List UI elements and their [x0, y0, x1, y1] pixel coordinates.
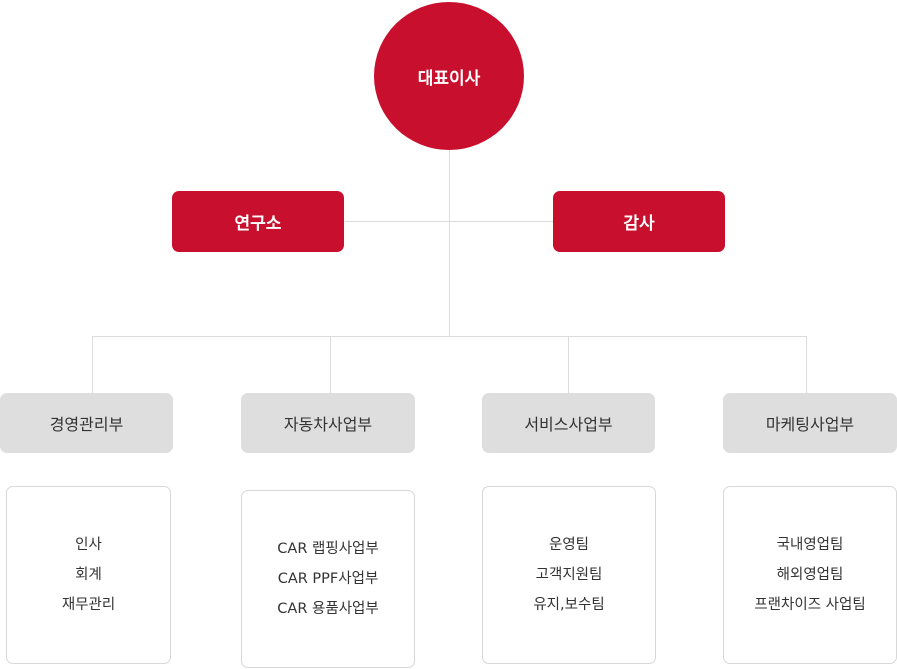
- dept-management: 경영관리부: [0, 393, 173, 453]
- detail-item: CAR 용품사업부: [277, 601, 379, 617]
- dept-label: 자동차사업부: [283, 415, 373, 434]
- detail-item: 유지,보수팀: [533, 597, 605, 613]
- ceo-label: 대표이사: [417, 68, 481, 89]
- dept-service: 서비스사업부: [482, 393, 655, 453]
- dept-label: 마케팅사업부: [765, 415, 855, 434]
- detail-item: 인사: [75, 537, 102, 553]
- detail-automotive: CAR 랩핑사업부 CAR PPF사업부 CAR 용품사업부: [241, 490, 415, 668]
- detail-item: 프랜차이즈 사업팀: [754, 597, 866, 613]
- connector-side-horizontal: [345, 221, 553, 222]
- connector-dept-4: [806, 336, 807, 393]
- dept-label: 서비스사업부: [524, 415, 613, 434]
- audit-label: 감사: [623, 214, 655, 234]
- audit-node: 감사: [553, 191, 725, 252]
- connector-dept-2: [330, 336, 331, 393]
- detail-item: 회계: [75, 567, 102, 583]
- detail-service: 운영팀 고객지원팀 유지,보수팀: [482, 486, 656, 664]
- research-lab-label: 연구소: [234, 214, 282, 234]
- detail-item: CAR PPF사업부: [277, 571, 379, 587]
- detail-item: 해외영업팀: [776, 567, 844, 583]
- detail-marketing: 국내영업팀 해외영업팀 프랜차이즈 사업팀: [723, 486, 897, 664]
- dept-label: 경영관리부: [49, 415, 124, 434]
- research-lab-node: 연구소: [172, 191, 344, 252]
- detail-management: 인사 회계 재무관리: [6, 486, 171, 664]
- dept-automotive: 자동차사업부: [241, 393, 415, 453]
- ceo-node: 대표이사: [374, 2, 524, 150]
- detail-item: 재무관리: [61, 597, 116, 613]
- dept-marketing: 마케팅사업부: [723, 393, 897, 453]
- detail-item: CAR 랩핑사업부: [277, 541, 379, 557]
- connector-ceo-vertical: [449, 150, 450, 336]
- connector-dept-horizontal: [92, 336, 807, 337]
- connector-dept-3: [568, 336, 569, 393]
- detail-item: 운영팀: [548, 537, 590, 553]
- connector-dept-1: [92, 336, 93, 393]
- detail-item: 국내영업팀: [776, 537, 844, 553]
- detail-item: 고객지원팀: [535, 567, 603, 583]
